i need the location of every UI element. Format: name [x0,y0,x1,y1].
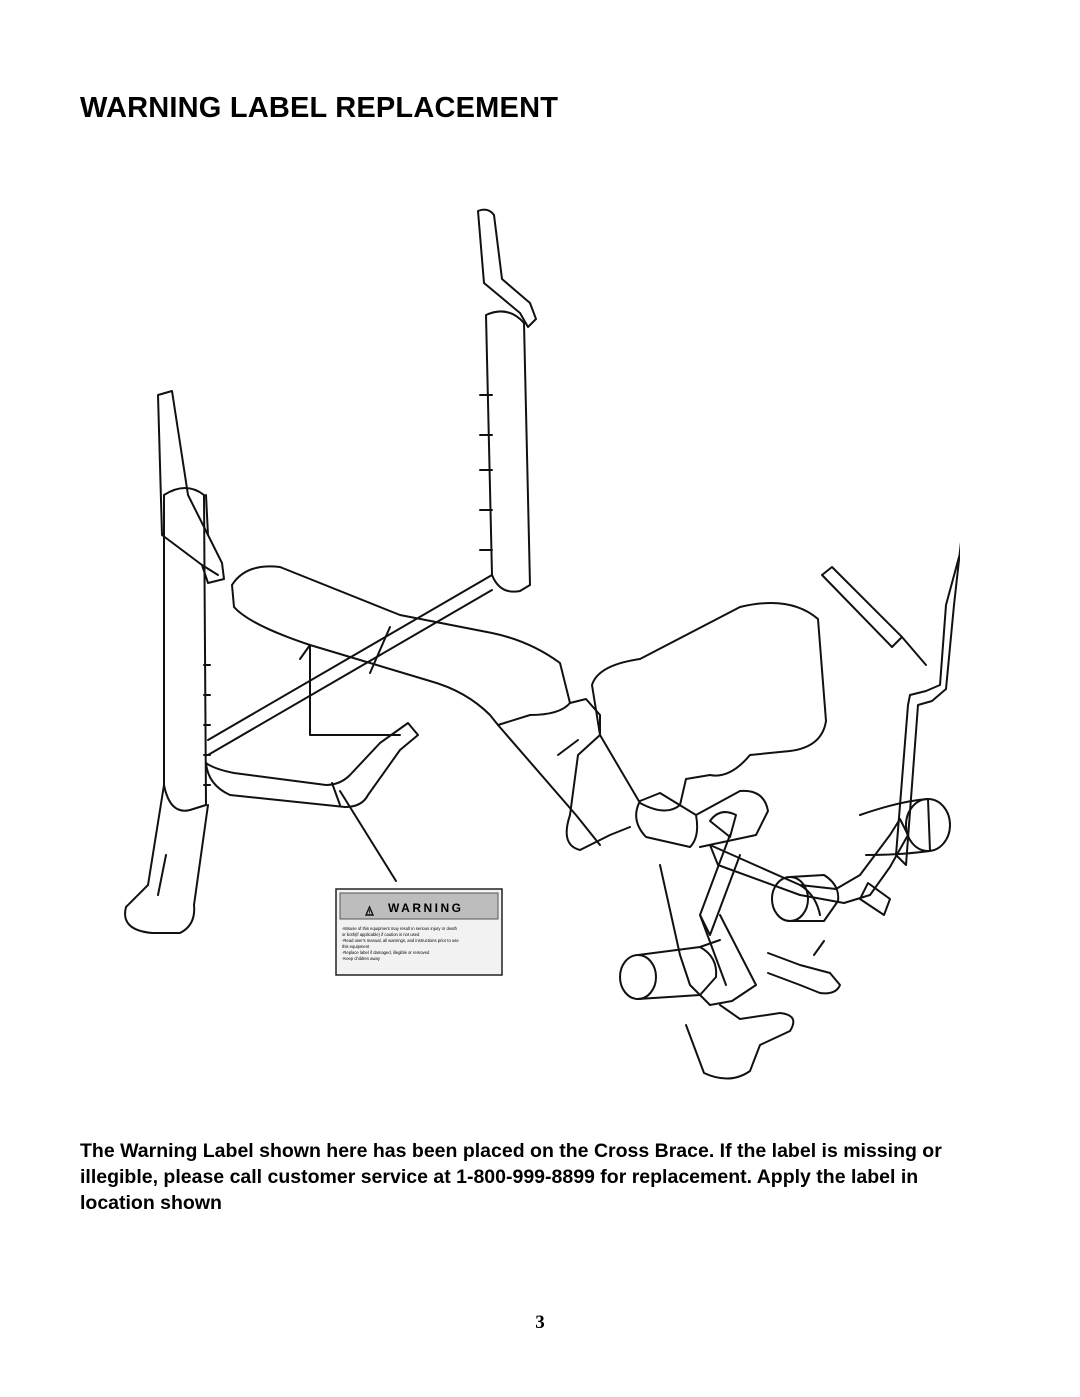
left-upright-post [163,487,207,812]
leader-line [339,790,397,882]
warning-triangle-icon: ! [364,905,375,916]
warning-label-line: -Misuse of this equipment may result in … [342,926,458,931]
right-rack-hook [477,208,537,328]
leg-roller-middle [789,874,840,922]
warning-label-line: -Replace label if damaged, illegible or … [342,950,430,955]
leg-roller-bottom-left [619,954,657,1000]
rear-foot [685,1004,795,1080]
side-handle [821,566,903,648]
leg-roller-top-left [635,792,699,848]
cross-brace [205,722,419,808]
weight-bench-illustration: ! WARNING -Misuse of this equipment may … [124,208,960,1080]
page-number: 3 [535,1312,545,1333]
page-title: WARNING LABEL REPLACEMENT [80,92,559,124]
warning-label-line: -Read user's manual, all warnings, and i… [342,938,459,943]
warning-label-line: or both(if applicable) if caution is not… [342,932,420,937]
warning-label: ! WARNING -Misuse of this equipment may … [335,888,503,976]
warning-label-line: this equipment [342,944,370,949]
weight-bench-figure: ! WARNING -Misuse of this equipment may … [100,195,960,1095]
instruction-paragraph: The Warning Label shown here has been pl… [80,1140,942,1214]
bench-seat-pad [231,565,571,726]
leg-developer-handle [895,541,960,866]
bench-line-art [124,208,960,1080]
leg-extension-pad [591,602,827,812]
left-foot [124,784,209,934]
svg-text:!: ! [369,910,371,916]
left-rack-hook [157,390,225,584]
lower-frame-leg [659,864,757,1006]
right-upright-post [485,310,531,593]
warning-label-line: -Keep children away [342,956,381,961]
warning-label-header: WARNING [388,901,464,915]
